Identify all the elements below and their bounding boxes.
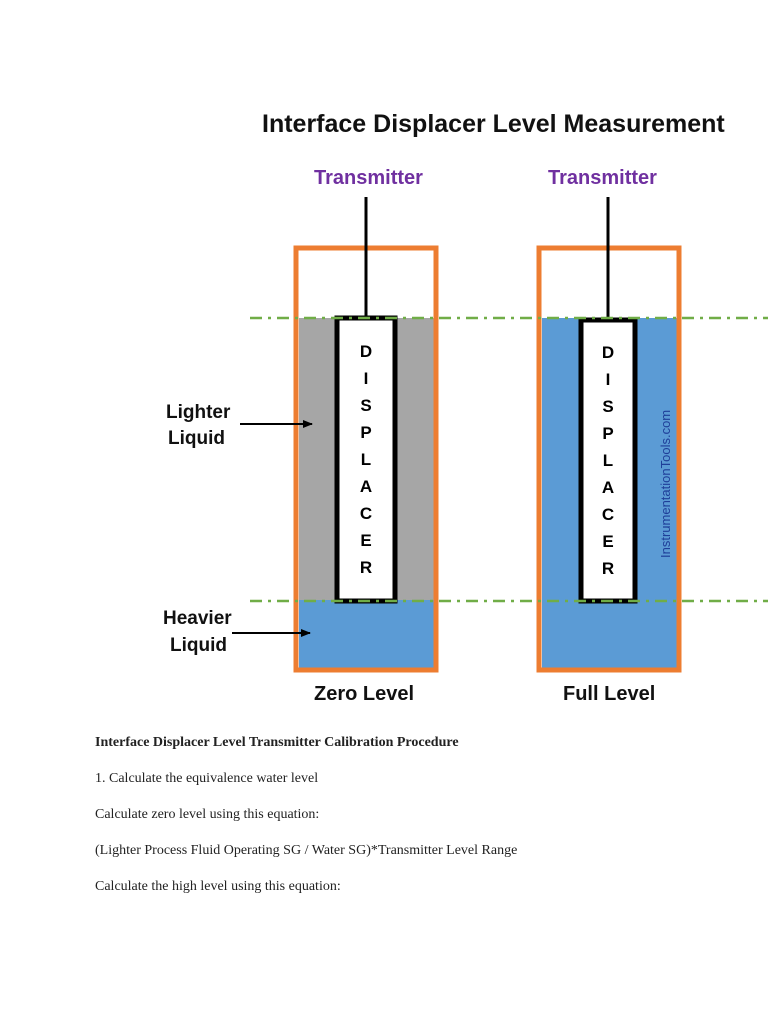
heavier-liquid-label-line2: Liquid [170, 635, 227, 656]
vessel-zero-level: D I S P L A C E R [293, 197, 439, 673]
displacer-letter: E [602, 532, 613, 551]
displacer-left [334, 315, 398, 604]
displacer-letter: I [364, 369, 369, 388]
displacer-letter: P [602, 424, 613, 443]
vessel-full-level: D I S P L A C E R [536, 197, 682, 673]
displacer-letter: R [602, 559, 614, 578]
high-level-intro: Calculate the high level using this equa… [95, 879, 341, 894]
displacer-letter: E [360, 531, 371, 550]
full-level-caption: Full Level [563, 683, 655, 705]
zero-level-caption: Zero Level [314, 683, 414, 705]
displacer-letter: C [360, 504, 372, 523]
displacer-letter: D [360, 342, 372, 361]
diagram-title: Interface Displacer Level Measurement [262, 110, 725, 138]
displacer-letter: L [361, 450, 371, 469]
displacer-letter: C [602, 505, 614, 524]
displacer-right [578, 317, 638, 604]
displacer-letter: L [603, 451, 613, 470]
zero-level-equation: (Lighter Process Fluid Operating SG / Wa… [95, 843, 518, 858]
displacer-letter: P [360, 423, 371, 442]
displacer-letter: A [602, 478, 614, 497]
displacer-letter: S [602, 397, 613, 416]
displacer-letter: S [360, 396, 371, 415]
displacer-letter: R [360, 558, 372, 577]
displacer-letter: D [602, 343, 614, 362]
transmitter-label-left: Transmitter [314, 167, 423, 189]
heavier-liquid-fill-left [299, 600, 434, 669]
procedure-heading: Interface Displacer Level Transmitter Ca… [95, 735, 459, 750]
transmitter-label-right: Transmitter [548, 167, 657, 189]
step-1: 1. Calculate the equivalence water level [95, 771, 319, 786]
displacer-letters-right: D I S P L A C E R [602, 343, 614, 578]
heavier-liquid-label-line1: Heavier [163, 608, 232, 629]
watermark: InstrumentationTools.com [658, 410, 673, 558]
interface-displacer-diagram: Interface Displacer Level Measurement Tr… [163, 110, 768, 705]
zero-level-intro: Calculate zero level using this equation… [95, 807, 320, 822]
displacer-letter: A [360, 477, 372, 496]
lighter-liquid-label-line1: Lighter [166, 402, 231, 423]
displacer-letters-left: D I S P L A C E R [360, 342, 372, 577]
displacer-letter: I [606, 370, 611, 389]
lighter-liquid-label-line2: Liquid [168, 428, 225, 449]
